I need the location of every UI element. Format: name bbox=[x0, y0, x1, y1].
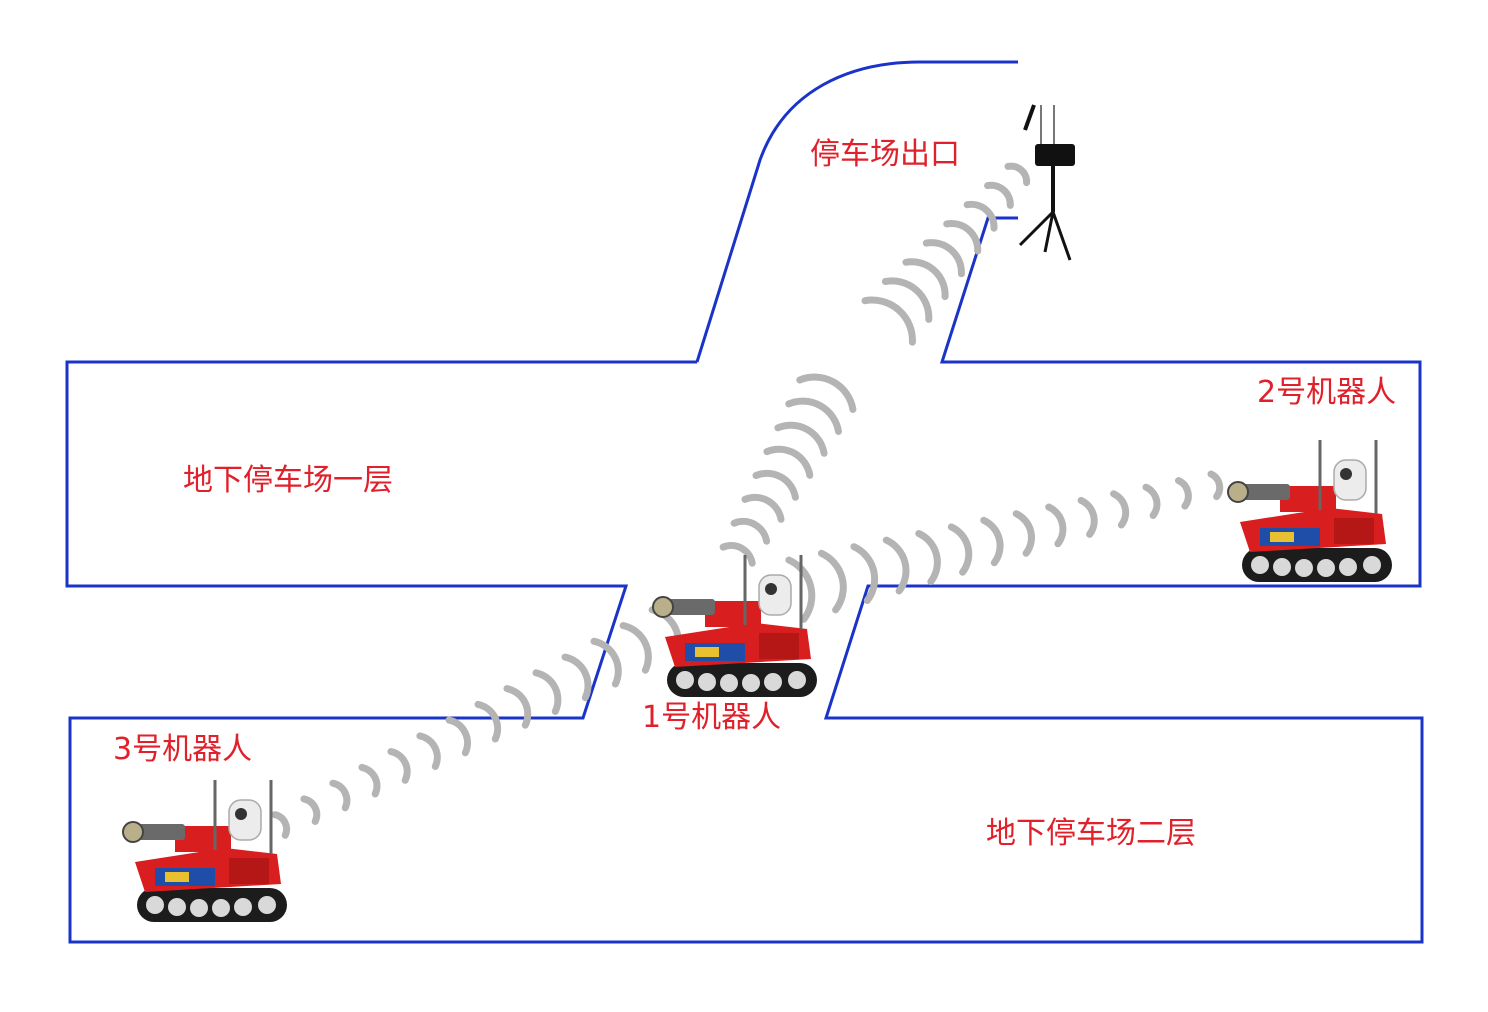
radio-wave-arc-icon bbox=[1142, 483, 1161, 519]
radio-wave-arc-icon bbox=[785, 556, 816, 623]
radio-wave-arc-icon bbox=[1045, 503, 1067, 548]
radio-wave-arc-icon bbox=[416, 732, 441, 770]
radio-wave-arc-icon bbox=[947, 523, 973, 576]
radio-wave-arc-icon bbox=[730, 517, 771, 545]
radio-wave-arc-icon bbox=[902, 258, 949, 301]
radio-wave-arc-icon bbox=[881, 277, 933, 323]
tripod-relay-station-icon bbox=[1018, 104, 1075, 261]
floor2-label: 地下停车场二层 bbox=[986, 816, 1196, 851]
exit-label: 停车场出口 bbox=[810, 137, 960, 172]
floor1-label: 地下停车场一层 bbox=[183, 463, 393, 498]
radio-wave-arc-icon bbox=[774, 421, 828, 457]
ramp-wall-left bbox=[695, 60, 1018, 363]
radio-wave-arc-icon bbox=[474, 700, 502, 743]
radio-wave-arc-icon bbox=[785, 397, 842, 435]
radio-wave-arc-icon bbox=[719, 542, 756, 567]
radio-wave-arc-icon bbox=[271, 811, 291, 839]
radio-wave-arc-icon bbox=[358, 763, 381, 798]
robot3-tracked-fire-robot-icon bbox=[121, 778, 289, 924]
radio-wave-arc-icon bbox=[980, 516, 1004, 567]
radio-wave-arc-icon bbox=[984, 181, 1014, 209]
radio-wave-arc-icon bbox=[741, 493, 785, 523]
radio-wave-arc-icon bbox=[943, 219, 982, 255]
radio-wave-arc-icon bbox=[1077, 496, 1098, 538]
floor1-wall-left bbox=[65, 216, 1424, 944]
radio-wave-arc-icon bbox=[387, 748, 411, 784]
radio-wave-arc-icon bbox=[1175, 477, 1192, 510]
radio-wave-arc-icon bbox=[915, 530, 941, 586]
radio-wave-arc-icon bbox=[503, 685, 532, 729]
robot2-tracked-fire-robot-icon bbox=[1226, 438, 1394, 584]
radio-wave-arc-icon bbox=[1207, 470, 1224, 501]
radio-wave-arc-icon bbox=[861, 296, 916, 346]
radio-wave-arc-icon bbox=[752, 469, 799, 501]
robot3-label: 3号机器人 bbox=[113, 732, 253, 767]
radio-wave-arc-icon bbox=[445, 716, 471, 757]
walls bbox=[65, 60, 1424, 944]
radio-wave-arc-icon bbox=[590, 637, 622, 688]
radio-wave-arc-icon bbox=[561, 653, 592, 702]
signal-waves bbox=[271, 162, 1224, 839]
radio-wave-arc-icon bbox=[922, 239, 965, 278]
radio-wave-arc-icon bbox=[1004, 162, 1031, 187]
radio-wave-arc-icon bbox=[963, 200, 998, 232]
radio-wave-arc-icon bbox=[300, 795, 321, 825]
radio-wave-arc-icon bbox=[329, 779, 351, 812]
radio-wave-arc-icon bbox=[1110, 490, 1130, 529]
radio-wave-arc-icon bbox=[850, 543, 879, 604]
radio-wave-arc-icon bbox=[619, 622, 652, 674]
radio-wave-arc-icon bbox=[763, 445, 814, 479]
robot1-label: 1号机器人 bbox=[642, 700, 782, 735]
robot2-label: 2号机器人 bbox=[1257, 375, 1397, 410]
radio-wave-arc-icon bbox=[532, 669, 562, 715]
radio-wave-arc-icon bbox=[817, 549, 847, 614]
radio-wave-arc-icon bbox=[882, 536, 910, 595]
radio-wave-arc-icon bbox=[1012, 510, 1035, 557]
radio-wave-arc-icon bbox=[796, 373, 857, 413]
